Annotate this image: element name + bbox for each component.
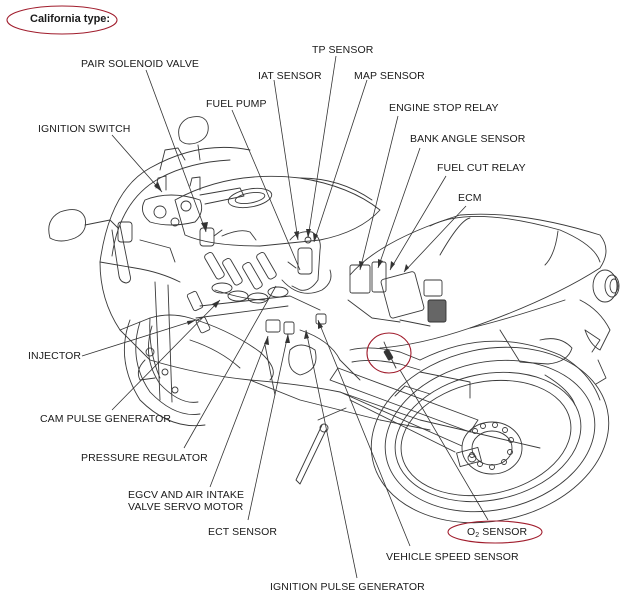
tail-section bbox=[350, 214, 619, 384]
label-egcv-line-1: EGCV AND AIR INTAKE bbox=[128, 489, 245, 501]
label-ecm: ECM bbox=[458, 192, 482, 204]
label-ect-sensor: ECT SENSOR bbox=[208, 526, 278, 538]
motorcycle-drawing bbox=[49, 117, 626, 545]
label-tp-sensor: TP SENSOR bbox=[312, 44, 374, 56]
leader-pressure-regulator bbox=[184, 286, 276, 448]
side-fairing bbox=[150, 290, 540, 448]
label-fuel-pump: FUEL PUMP bbox=[206, 98, 267, 110]
leader-injector bbox=[82, 320, 196, 356]
rear-wheel bbox=[355, 326, 626, 544]
leader-ect-sensor bbox=[248, 334, 288, 520]
label-o2-subscript: 2 bbox=[475, 532, 480, 539]
engine-lower bbox=[265, 314, 360, 395]
fuel-tank bbox=[175, 176, 380, 246]
label-o2-prefix: O bbox=[467, 526, 476, 538]
label-egcv-servo-motor: EGCV AND AIR INTAKE VALVE SERVO MOTOR bbox=[128, 489, 244, 513]
leader-pair-solenoid-valve bbox=[146, 70, 206, 232]
label-bank-angle-sensor: BANK ANGLE SENSOR bbox=[410, 133, 526, 145]
label-cam-pulse-generator: CAM PULSE GENERATOR bbox=[40, 413, 172, 425]
label-fuel-cut-relay: FUEL CUT RELAY bbox=[437, 162, 526, 174]
leader-tp-sensor bbox=[308, 56, 336, 238]
label-ignition-switch: IGNITION SWITCH bbox=[38, 123, 131, 135]
front-wheel bbox=[124, 282, 205, 426]
california-type-title: California type: bbox=[30, 13, 111, 25]
label-o2-sensor: O2 SENSOR bbox=[467, 526, 527, 542]
exhaust-pipe bbox=[350, 342, 420, 370]
swingarm bbox=[330, 368, 478, 452]
leader-map-sensor bbox=[314, 80, 367, 242]
leader-ecm bbox=[404, 206, 466, 272]
leader-cam-pulse-generator bbox=[112, 300, 220, 410]
side-stand bbox=[296, 408, 346, 484]
leader-ignition-switch bbox=[112, 135, 162, 192]
highlights bbox=[7, 6, 542, 543]
label-ignition-pulse-generator: IGNITION PULSE GENERATOR bbox=[270, 581, 425, 593]
leader-bank-angle-sensor bbox=[378, 148, 420, 268]
label-egcv-line-2: VALVE SERVO MOTOR bbox=[128, 501, 244, 513]
label-vehicle-speed-sensor: VEHICLE SPEED SENSOR bbox=[386, 551, 519, 563]
highlight-o2-sensor-label bbox=[448, 521, 542, 543]
highlight-title-ellipse bbox=[7, 6, 117, 34]
label-engine-stop-relay: ENGINE STOP RELAY bbox=[389, 102, 499, 114]
leader-vehicle-speed-sensor bbox=[318, 320, 410, 546]
front-fairing bbox=[49, 117, 250, 378]
leader-fuel-cut-relay bbox=[390, 176, 446, 270]
label-iat-sensor: IAT SENSOR bbox=[258, 70, 322, 82]
label-pair-solenoid-valve: PAIR SOLENOID VALVE bbox=[81, 58, 200, 70]
leader-engine-stop-relay bbox=[360, 116, 398, 270]
leader-lines bbox=[82, 56, 488, 578]
label-injector: INJECTOR bbox=[28, 350, 82, 362]
label-map-sensor: MAP SENSOR bbox=[354, 70, 425, 82]
leader-egcv-servo-motor bbox=[210, 336, 268, 487]
label-o2-suffix: SENSOR bbox=[479, 526, 528, 538]
leader-o2-sensor bbox=[400, 370, 488, 520]
leader-ignition-pulse-generator bbox=[306, 330, 357, 578]
leader-iat-sensor bbox=[274, 80, 298, 240]
leader-fuel-pump bbox=[232, 110, 300, 270]
engine-components bbox=[187, 228, 446, 484]
ecm-box bbox=[348, 262, 446, 326]
label-pressure-regulator: PRESSURE REGULATOR bbox=[81, 452, 208, 464]
throttle-bodies bbox=[187, 251, 320, 333]
sensor-cluster bbox=[282, 232, 331, 294]
highlight-o2-sensor-location bbox=[367, 333, 411, 373]
